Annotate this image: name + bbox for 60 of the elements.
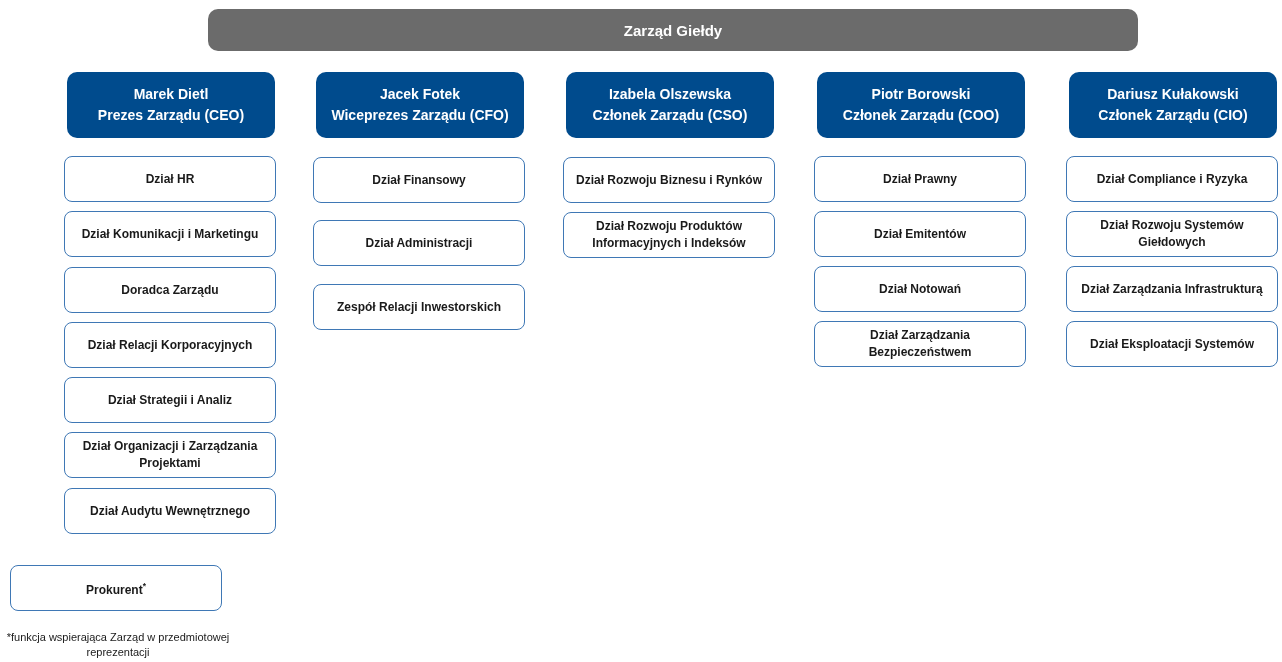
unit-name: Dział Finansowy [372, 171, 466, 189]
person-name: Izabela Olszewska [608, 85, 732, 104]
department-box [64, 211, 276, 257]
person-name: Jacek Fotek [379, 85, 461, 104]
unit-name: Dział Komunikacji i Marketingu [81, 225, 259, 243]
unit-name: Członek Zarządu (COO) [842, 106, 1000, 125]
department-box [563, 157, 775, 203]
department-box [814, 266, 1026, 312]
unit-name: Wiceprezes Zarządu (CFO) [331, 106, 509, 125]
executive-box [817, 72, 1025, 138]
executive-box [316, 72, 524, 138]
department-box [1066, 211, 1278, 257]
department-box [814, 321, 1026, 367]
unit-name: Dział Zarządzania Infrastrukturą [1081, 280, 1263, 298]
unit-name: Dział Audytu Wewnętrznego [90, 502, 250, 520]
department-box [64, 488, 276, 534]
unit-name: Prokurent$^{*}$ [86, 579, 146, 599]
unit-name: Dział Rozwoju Produktów Informacyjnych i Indeksów [591, 218, 747, 252]
department-box [1066, 321, 1278, 367]
department-box [64, 432, 276, 478]
executive-box [67, 72, 275, 138]
department-box [1066, 156, 1278, 202]
unit-name: Dział Emitentów [874, 225, 966, 243]
person-name: Piotr Borowski [871, 85, 971, 104]
unit-name: Doradca Zarządu [121, 281, 219, 299]
board-box [208, 9, 1138, 51]
department-box [64, 156, 276, 202]
department-box [64, 377, 276, 423]
unit-name: Dział Relacji Korporacyjnych [87, 336, 253, 354]
unit-name: Dział Notowań [879, 280, 961, 298]
unit-name: Dział Zarządzania Bezpieczeństwem [867, 327, 973, 361]
unit-name: Dział Strategii i Analiz [107, 391, 233, 409]
department-box [563, 212, 775, 258]
unit-name: Członek Zarządu (CSO) [592, 106, 748, 125]
unit-name: Członek Zarządu (CIO) [1098, 106, 1248, 125]
unit-name: Dział Organizacji i Zarządzania Projektami [81, 438, 259, 472]
footnote: *funkcja wspierająca Zarząd w przedmiotowej reprezentacji [5, 630, 231, 660]
unit-name: Dział Rozwoju Biznesu i Rynków [576, 171, 762, 189]
unit-name: Dział Rozwoju Systemów Giełdowych [1099, 217, 1245, 251]
unit-name: Dział Prawny [883, 170, 957, 188]
department-box [313, 284, 525, 330]
person-name: Marek Dietl [133, 85, 209, 104]
department-box [313, 220, 525, 266]
person-name: Dariusz Kułakowski [1107, 85, 1239, 104]
executive-box [1069, 72, 1277, 138]
unit-name: Zarząd Giełdy [623, 21, 723, 39]
department-box [814, 156, 1026, 202]
department-box [313, 157, 525, 203]
unit-name: Dział Administracji [365, 234, 473, 252]
department-box [1066, 266, 1278, 312]
department-box [814, 211, 1026, 257]
unit-name: Dział Eksploatacji Systemów [1089, 335, 1255, 353]
unit-name: Zespół Relacji Inwestorskich [336, 298, 502, 316]
department-box [64, 322, 276, 368]
unit-name: Prezes Zarządu (CEO) [97, 106, 245, 125]
executive-box [566, 72, 774, 138]
department-box [10, 565, 222, 611]
unit-name: Dział HR [145, 170, 195, 188]
unit-name: Dział Compliance i Ryzyka [1096, 170, 1248, 188]
department-box [64, 267, 276, 313]
